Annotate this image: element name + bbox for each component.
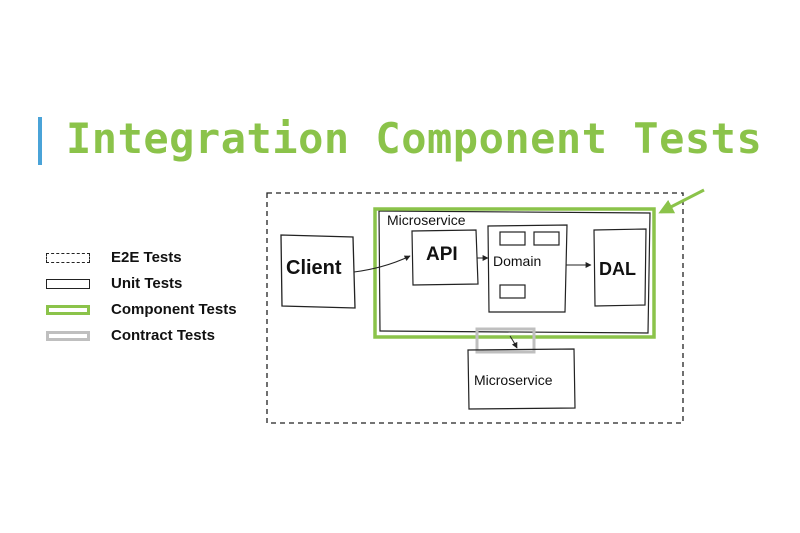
- slide-title: Integration Component Tests: [66, 114, 763, 163]
- legend-item-e2e: E2E Tests: [46, 248, 276, 274]
- legend-label-contract: Contract Tests: [111, 327, 215, 344]
- e2e-boundary: [266, 192, 684, 424]
- legend-label-component: Component Tests: [111, 301, 237, 318]
- green-pointer-arrow: [658, 188, 705, 214]
- legend: E2E Tests Unit Tests Component Tests Con…: [46, 248, 276, 352]
- legend-item-contract: Contract Tests: [46, 326, 276, 352]
- client-box: [280, 234, 356, 309]
- legend-item-unit: Unit Tests: [46, 274, 276, 300]
- microservice-container: [378, 210, 651, 334]
- external-microservice-box: [467, 348, 576, 410]
- unit-swatch: [46, 279, 90, 289]
- dal-label: DAL: [599, 259, 636, 279]
- domain-subbox-2: [533, 231, 560, 246]
- component-swatch: [46, 305, 90, 315]
- api-label: API: [426, 244, 458, 265]
- domain-to-microservice-arrow: [509, 335, 518, 349]
- microservice-label: Microservice: [387, 212, 466, 228]
- domain-label: Domain: [493, 253, 541, 269]
- domain-box: [487, 224, 568, 313]
- contract-swatch: [46, 331, 90, 341]
- client-to-api-arrow: [353, 255, 411, 273]
- domain-subbox-1: [499, 231, 526, 246]
- legend-label-unit: Unit Tests: [111, 275, 183, 292]
- component-test-boundary: [373, 207, 656, 339]
- client-label: Client: [286, 257, 342, 279]
- legend-label-e2e: E2E Tests: [111, 249, 182, 266]
- domain-subbox-3: [499, 284, 526, 299]
- external-microservice-label: Microservice: [474, 372, 553, 388]
- api-box: [411, 229, 479, 286]
- legend-item-component: Component Tests: [46, 300, 276, 326]
- e2e-swatch: [46, 253, 90, 263]
- dal-box: [593, 228, 647, 307]
- title-accent-bar: [38, 117, 42, 165]
- contract-test-box: [475, 327, 536, 354]
